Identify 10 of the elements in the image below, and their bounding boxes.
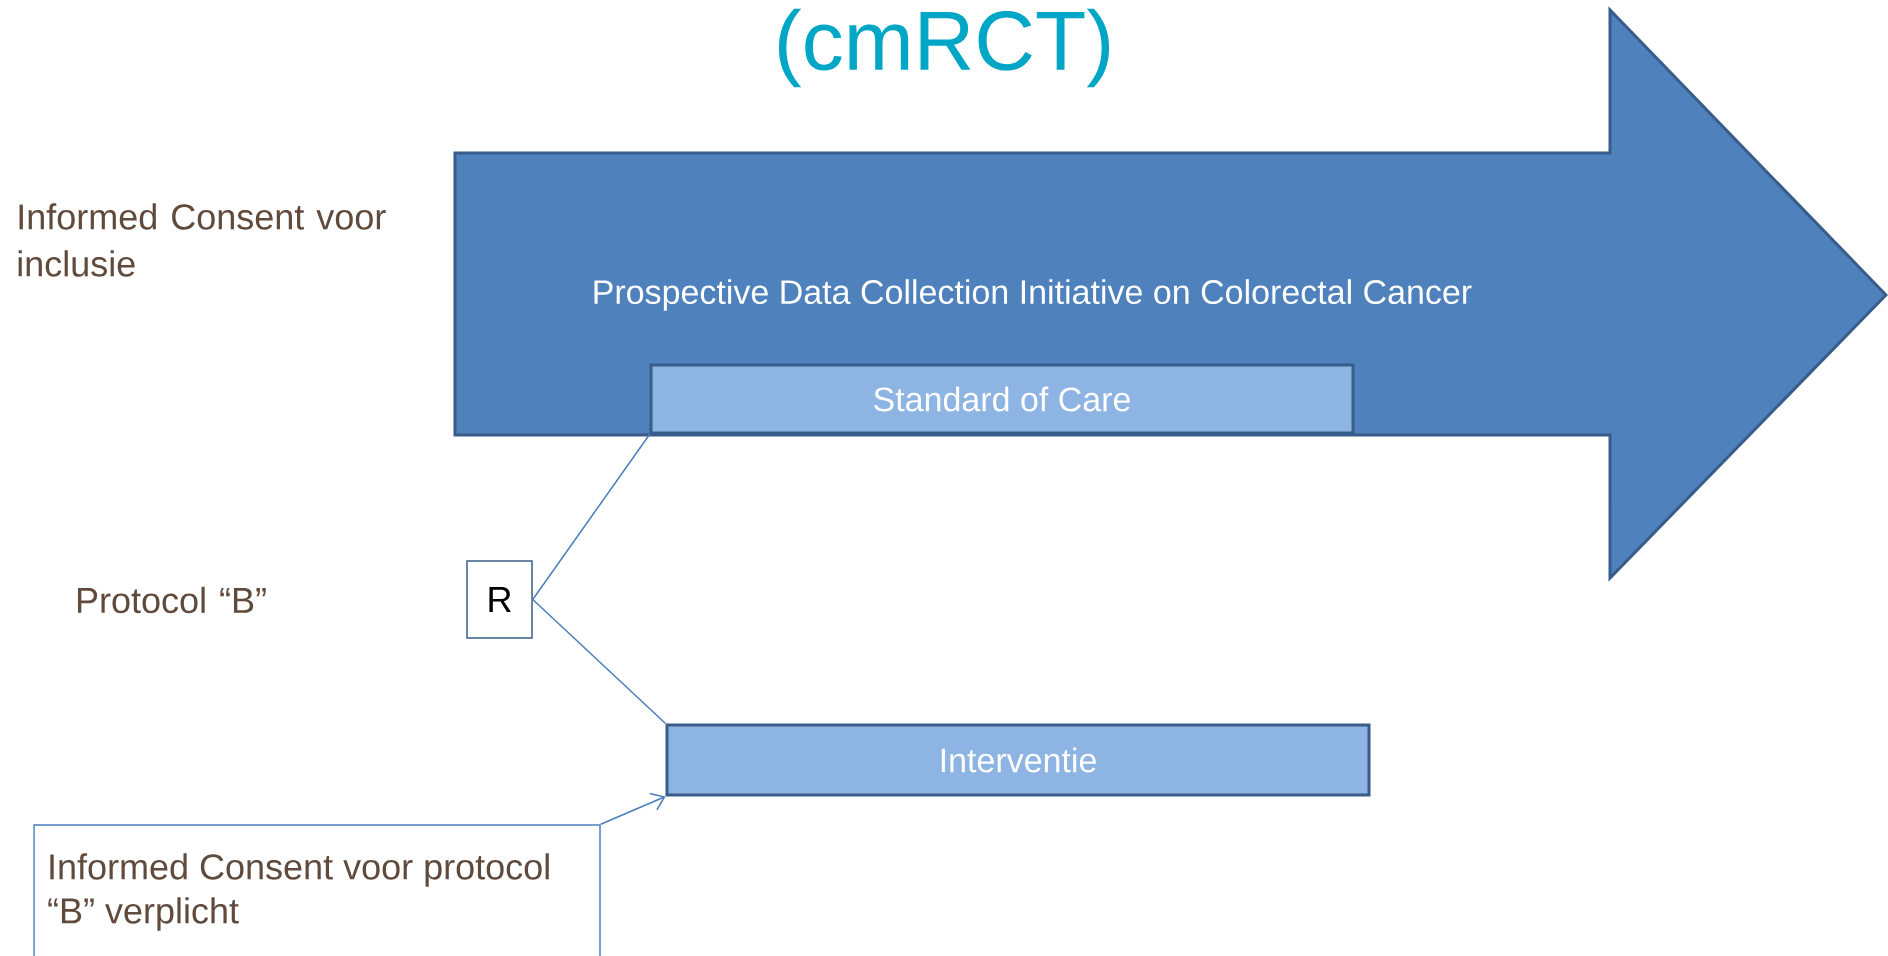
randomization-box: R (466, 560, 533, 639)
connector (600, 792, 666, 825)
text-label: Informed Consent voor inclusie (18, 203, 386, 277)
title: (cmRCT) (778, 8, 1110, 88)
connector (532, 598, 667, 725)
process-box: Interventie (665, 723, 1371, 797)
callout-box: Informed Consent voor protocol “B” verplicht (33, 824, 601, 956)
process-box: Standard of Care (649, 363, 1355, 435)
connector (532, 433, 651, 601)
text-label: Protocol “B” (77, 586, 266, 614)
